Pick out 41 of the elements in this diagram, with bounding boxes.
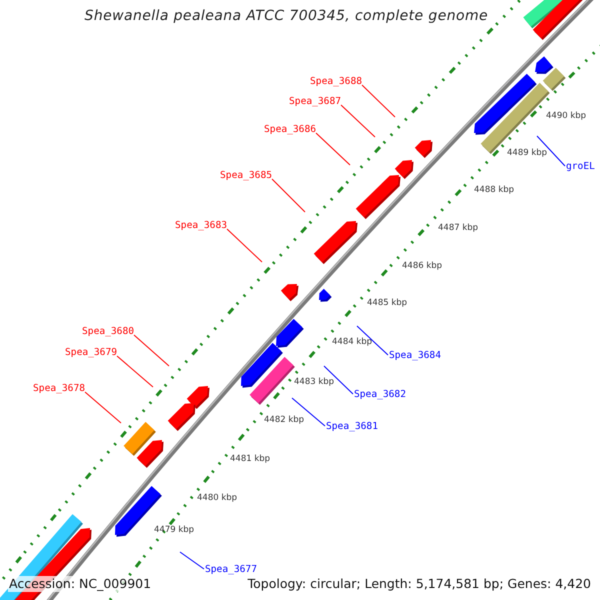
gene-label: groEL [566, 161, 595, 173]
leader-line [362, 84, 396, 118]
position-label: 4483 kbp [294, 377, 334, 387]
gene-label: Spea_3678 [33, 383, 85, 395]
gene-label: Spea_3684 [389, 350, 441, 362]
position-label: 4486 kbp [402, 261, 442, 271]
gene-label: Spea_3683 [175, 220, 227, 232]
leader-line [324, 366, 354, 394]
position-label: 4485 kbp [367, 298, 408, 308]
position-label: 4482 kbp [264, 415, 304, 425]
leader-line [340, 104, 376, 138]
genome-stats-text: Topology: circular; Length: 5,174,581 bp; Genes: 4,420 [246, 576, 592, 592]
leader-line [134, 334, 170, 366]
gene-label: Spea_3680 [82, 326, 134, 338]
position-label: 4490 kbp [546, 111, 586, 121]
leader-line [226, 228, 262, 262]
leader-line [292, 398, 326, 426]
gene-label: Spea_3688 [310, 76, 362, 88]
accession-text: Accession: NC_009901 [8, 576, 152, 592]
leader-line [84, 392, 122, 424]
gene-label: Spea_3682 [354, 389, 406, 401]
leader-line [180, 552, 204, 570]
leader-line [116, 356, 154, 388]
position-label: 4479 kbp [154, 525, 194, 535]
position-label: 4487 kbp [438, 223, 478, 233]
gene-label: Spea_3685 [220, 170, 272, 182]
leader-line [356, 326, 388, 356]
leader-line [316, 132, 350, 166]
gene-label: Spea_3679 [65, 347, 117, 359]
leader-line [272, 178, 306, 212]
gene-label: Spea_3677 [205, 564, 257, 576]
gene-label: Spea_3686 [264, 124, 316, 136]
gene-label: Spea_3687 [289, 96, 341, 108]
position-label: 4481 kbp [230, 454, 270, 464]
position-label: 4480 kbp [197, 493, 238, 503]
position-label: 4488 kbp [474, 185, 514, 195]
leader-line [536, 136, 566, 166]
title: Shewanella pealeana ATCC 700345, complete genome [84, 8, 488, 24]
position-label: 4489 kbp [507, 148, 548, 158]
position-label: 4484 kbp [332, 337, 372, 347]
gene-label: Spea_3681 [326, 421, 378, 433]
